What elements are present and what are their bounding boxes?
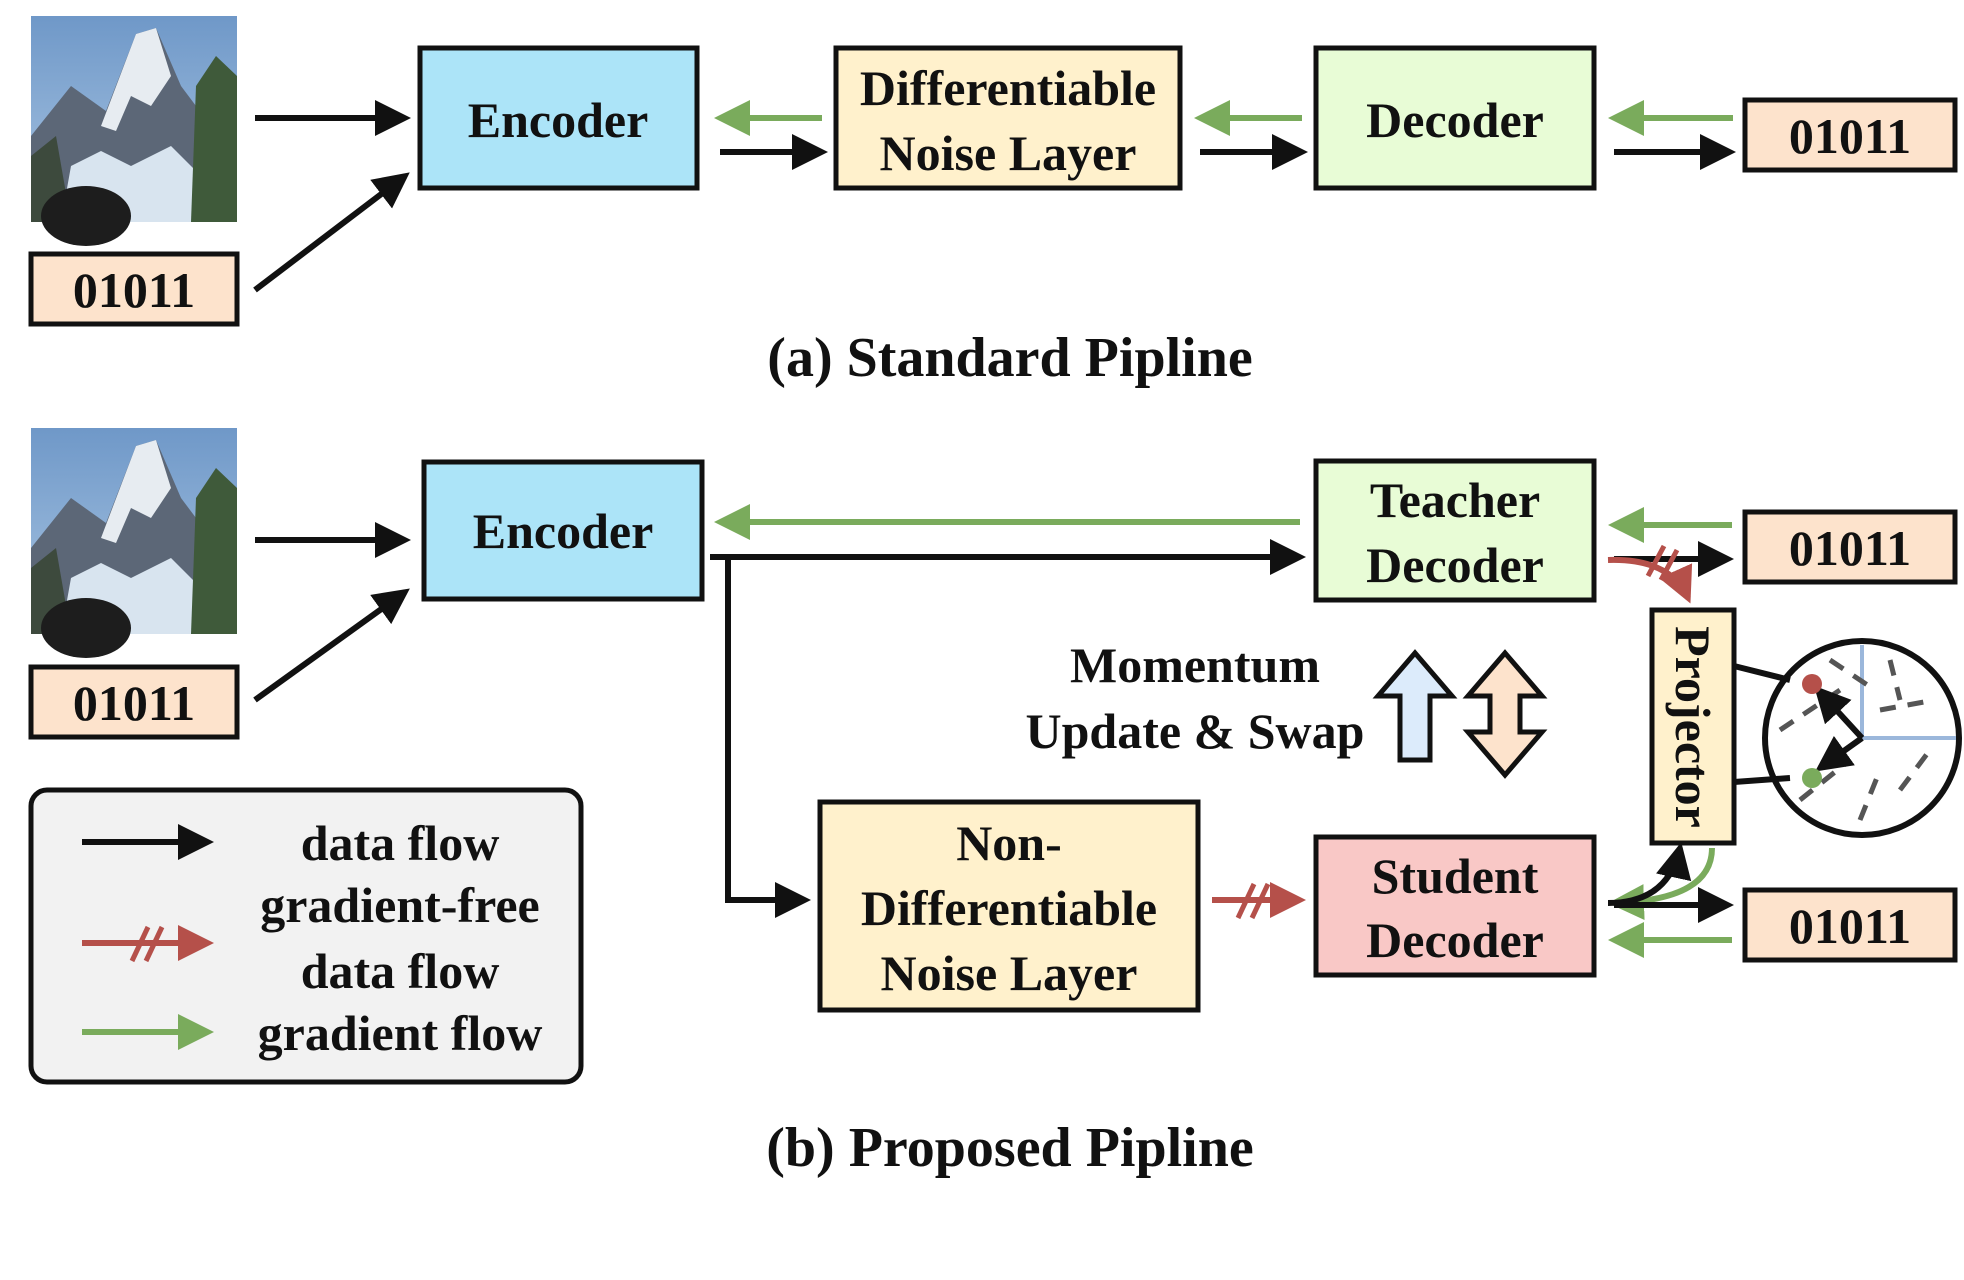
- message-output-box: 01011: [1742, 97, 1958, 173]
- student-output-box: 01011: [1742, 887, 1958, 963]
- message-to-encoder-arrow: [253, 172, 410, 293]
- teacher-decoder-box-bg: [1313, 458, 1597, 603]
- decoder-label: Decoder: [1366, 92, 1544, 148]
- message-input-text: 01011: [73, 675, 195, 731]
- mountain-image-icon: [31, 16, 237, 246]
- student-decoder-line2: Decoder: [1366, 912, 1544, 968]
- teacher-output-box: 01011: [1742, 509, 1958, 585]
- embedding-space-icon: [1762, 638, 1962, 838]
- gradient-stop-mark: [1645, 544, 1667, 578]
- legend-gradient-free-line2: data flow: [301, 943, 500, 999]
- noise-layer-line1: Differentiable: [860, 60, 1156, 116]
- student-vector-arrow: [1815, 735, 1864, 772]
- message-to-encoder-arrow: [253, 588, 410, 703]
- noise-layer-line1: Non-: [956, 815, 1062, 871]
- projector-to-embedding-line: [1733, 775, 1791, 785]
- encoder-box: Encoder: [417, 45, 700, 191]
- student-output-text: 01011: [1789, 898, 1911, 954]
- encoder-to-noise-arrow: [725, 557, 811, 918]
- message-input-box: 01011: [28, 664, 240, 740]
- student-decoder-line1: Student: [1372, 848, 1539, 904]
- teacher-to-projector-gradient-free-arrow: [1607, 556, 1693, 604]
- legend-gradient-free-line1: gradient-free: [260, 877, 540, 933]
- student-decoder-box-bg: [1313, 834, 1597, 978]
- momentum-update-arrow-icon: [1372, 649, 1458, 763]
- legend-gradient-flow-label: gradient flow: [258, 1005, 543, 1061]
- student-embedding-dot: [1802, 768, 1822, 788]
- message-input-text: 01011: [73, 262, 195, 318]
- decoder-box-bg: [1313, 45, 1597, 191]
- encoder-label: Encoder: [473, 503, 654, 559]
- momentum-update-label: Momentum Update & Swap: [1026, 637, 1365, 759]
- gradient-stop-mark: [1658, 548, 1680, 582]
- encoder-box-bg: [421, 459, 705, 602]
- swap-arrow-icon: [1462, 649, 1548, 779]
- standard-caption: (a) Standard Pipline: [767, 327, 1252, 389]
- decoder-box: Decoder: [1313, 45, 1597, 191]
- projector-box-bg: [1649, 607, 1737, 846]
- momentum-line1: Momentum: [1070, 637, 1320, 693]
- teacher-vector-arrow: [1813, 685, 1865, 741]
- encoder-label: Encoder: [468, 92, 649, 148]
- gradient-stop-mark: [143, 925, 165, 963]
- projector-label: Projector: [1665, 626, 1721, 828]
- message-output-box-bg: [1742, 97, 1958, 173]
- encoder-box-bg: [417, 45, 700, 191]
- mountain-image-icon: [31, 428, 237, 658]
- teacher-decoder-line2: Decoder: [1366, 537, 1544, 593]
- legend-data-flow-label: data flow: [301, 815, 500, 871]
- teacher-output-box-bg: [1742, 509, 1958, 585]
- student-output-box-bg: [1742, 887, 1958, 963]
- gradient-stop-mark: [1235, 882, 1257, 920]
- teacher-decoder-box: Teacher Decoder: [1313, 458, 1597, 603]
- encoder-box: Encoder: [421, 459, 705, 602]
- momentum-line2: Update & Swap: [1026, 703, 1365, 759]
- message-input-box: 01011: [28, 251, 240, 327]
- legend: data flow gradient-free data flow gradie…: [28, 787, 584, 1085]
- message-input-box-bg: [28, 251, 240, 327]
- legend-box: [28, 787, 584, 1085]
- noise-layer-line3: Noise Layer: [881, 945, 1138, 1001]
- projector-to-embedding-line: [1733, 663, 1791, 683]
- message-input-box-bg: [28, 664, 240, 740]
- non-differentiable-noise-box-bg: [817, 799, 1201, 1013]
- standard-pipeline: 01011 Encoder Differentiable Noise Layer…: [28, 16, 1958, 389]
- teacher-embedding-dot: [1802, 674, 1822, 694]
- noise-layer-box-bg: [833, 45, 1183, 191]
- proposed-pipeline: 01011 Encoder Teacher Decoder 01011 Mome…: [28, 428, 1962, 1179]
- proposed-caption: (b) Proposed Pipline: [766, 1117, 1253, 1179]
- gradient-stop-mark: [129, 925, 151, 963]
- noise-layer-box: Differentiable Noise Layer: [833, 45, 1183, 191]
- student-decoder-box: Student Decoder: [1313, 834, 1597, 978]
- noise-layer-line2: Noise Layer: [880, 125, 1137, 181]
- non-differentiable-noise-box: Non- Differentiable Noise Layer: [817, 799, 1201, 1013]
- teacher-decoder-line1: Teacher: [1370, 472, 1540, 528]
- teacher-output-text: 01011: [1789, 520, 1911, 576]
- message-output-text: 01011: [1789, 108, 1911, 164]
- projector-to-student-gradient-arrow: [1608, 847, 1715, 921]
- noise-layer-line2: Differentiable: [861, 880, 1157, 936]
- gradient-stop-mark: [1249, 882, 1271, 920]
- projector-box: Projector: [1649, 607, 1737, 846]
